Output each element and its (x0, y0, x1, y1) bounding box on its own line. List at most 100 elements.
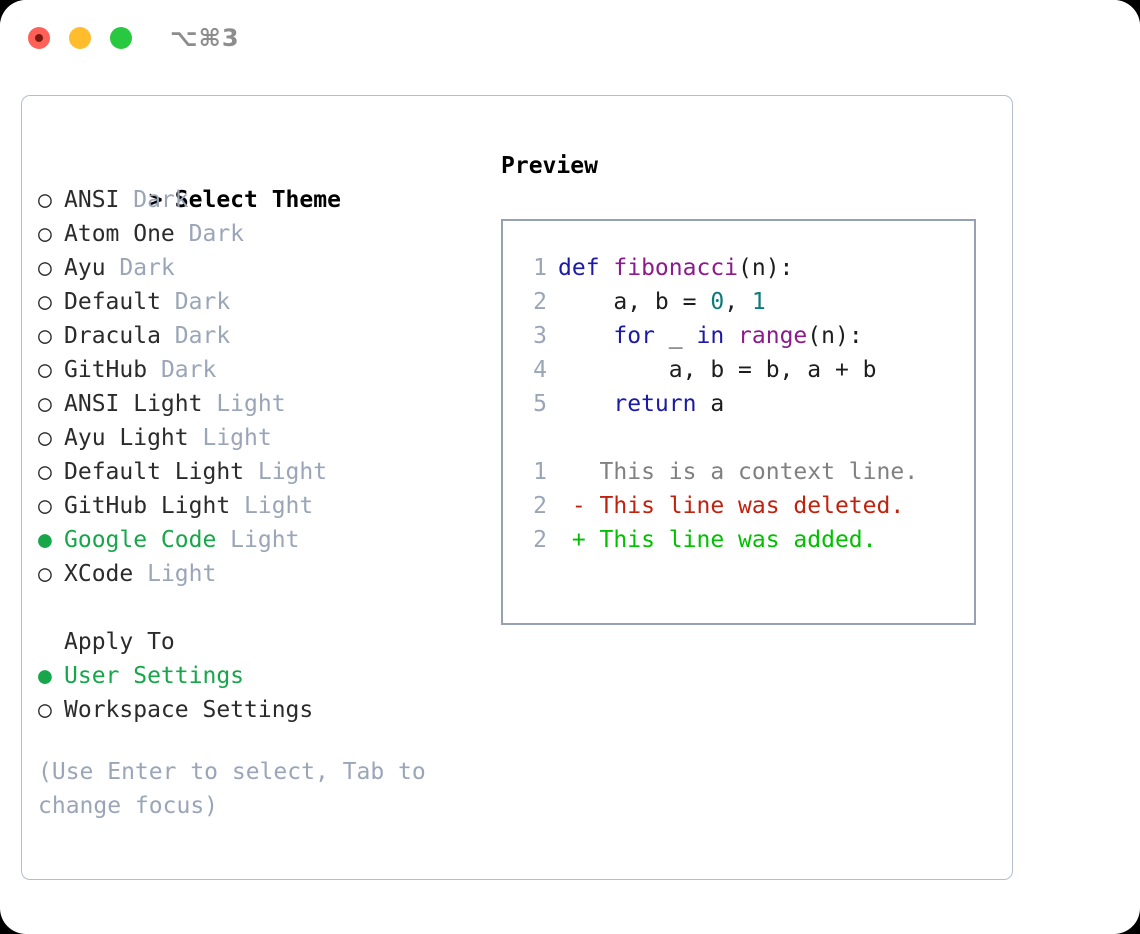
code-diff-separator (503, 421, 974, 455)
radio-unselected-icon: ○ (38, 289, 52, 315)
apply-to-item[interactable]: ○ Workspace Settings (38, 693, 478, 727)
theme-list-item[interactable]: ○ Default Light Light (38, 455, 478, 489)
theme-variant-label: Light (133, 561, 217, 587)
theme-variant-label: Dark (160, 323, 231, 349)
radio-unselected-icon: ○ (38, 187, 52, 213)
window-controls (28, 27, 132, 49)
theme-name-label: ANSI (64, 187, 120, 213)
line-number: 2 (533, 289, 547, 315)
line-number: 3 (533, 323, 547, 349)
theme-name-label: Google Code (64, 527, 217, 553)
code-line: 5 return a (503, 387, 974, 421)
theme-name-label: Default (64, 289, 161, 315)
code-line: 3 for _ in range(n): (503, 319, 974, 353)
keyboard-hint-text: (Use Enter to select, Tab to change focu… (38, 759, 426, 819)
theme-list-item[interactable]: ○ ANSI Light Light (38, 387, 478, 421)
theme-name-label: XCode (64, 561, 134, 587)
theme-list-item[interactable]: ○GitHub Dark (38, 353, 478, 387)
apply-to-item[interactable]: ● User Settings (38, 659, 478, 693)
close-button-icon[interactable] (28, 27, 50, 49)
theme-name-label: Default Light (64, 459, 245, 485)
line-number: 1 (533, 255, 547, 281)
theme-name-label: GitHub Light (64, 493, 231, 519)
diff-marker (558, 459, 586, 485)
theme-variant-label: Light (244, 459, 328, 485)
code-token: a (696, 391, 725, 417)
radio-unselected-icon: ○ (38, 493, 52, 519)
theme-list-item[interactable]: ● Google Code Light (38, 523, 478, 557)
line-number: 2 (533, 493, 547, 519)
theme-list-item[interactable]: ○Ayu Light Light (38, 421, 478, 455)
theme-variant-label: Dark (160, 289, 231, 315)
theme-list-item[interactable]: ○Atom One Dark (38, 217, 478, 251)
code-token: , (724, 289, 752, 315)
theme-name-label: Dracula (64, 323, 161, 349)
line-number: 2 (533, 527, 547, 553)
code-token: range (738, 323, 808, 349)
select-theme-header: >Select Theme (38, 149, 478, 213)
title-bar: ⌥⌘3 (0, 0, 1140, 78)
theme-variant-label: Dark (119, 187, 189, 213)
code-token: _ (654, 323, 697, 349)
theme-variant-label: Light (202, 391, 286, 417)
theme-name-label: ANSI Light (64, 391, 203, 417)
diff-sample: 1 This is a context line.2 - This line w… (503, 455, 974, 557)
theme-name-label: Ayu Light (64, 425, 189, 451)
diff-text: This line was deleted. (585, 493, 905, 519)
radio-unselected-icon: ○ (38, 459, 52, 485)
code-token: (n): (807, 323, 863, 349)
code-token: in (696, 323, 725, 349)
theme-list-item[interactable]: ○ ANSI Dark (38, 183, 478, 217)
radio-unselected-icon: ○ (38, 221, 52, 247)
maximize-button-icon[interactable] (110, 27, 132, 49)
radio-unselected-icon: ○ (38, 697, 52, 723)
radio-selected-icon: ● (38, 527, 52, 553)
minimize-button-icon[interactable] (69, 27, 91, 49)
code-token: a, b = (558, 289, 711, 315)
code-token: 1 (751, 289, 766, 315)
diff-line: 2 + This line was added. (503, 523, 974, 557)
diff-text: This is a context line. (585, 459, 919, 485)
line-number: 1 (533, 459, 547, 485)
diff-line: 2 - This line was deleted. (503, 489, 974, 523)
code-token (724, 323, 738, 349)
code-token: a, b = b, a + b (558, 357, 877, 383)
theme-list[interactable]: ○ANSI Dark○Atom One Dark○Ayu Dark○Defaul… (38, 183, 478, 591)
diff-marker: + (558, 527, 586, 553)
keyboard-shortcut-label: ⌥⌘3 (170, 24, 240, 52)
theme-list-item[interactable]: ○ GitHub Light Light (38, 489, 478, 523)
diff-marker: - (558, 493, 586, 519)
radio-selected-icon: ● (38, 663, 52, 689)
apply-to-label: Workspace Settings (64, 697, 314, 723)
code-line: 2 a, b = 0, 1 (503, 285, 974, 319)
radio-unselected-icon: ○ (38, 323, 52, 349)
code-token: def (558, 255, 614, 281)
theme-name-label: GitHub (64, 357, 148, 383)
theme-variant-label: Light (216, 527, 300, 553)
line-number: 5 (533, 391, 547, 417)
diff-text: This line was added. (585, 527, 877, 553)
radio-unselected-icon: ○ (38, 357, 52, 383)
code-token: return (613, 391, 697, 417)
radio-unselected-icon: ○ (38, 425, 52, 451)
theme-list-item[interactable]: ○Ayu Dark (38, 251, 478, 285)
theme-name-label: Atom One (64, 221, 175, 247)
theme-list-item[interactable]: ○ Dracula Dark (38, 319, 478, 353)
radio-unselected-icon: ○ (38, 391, 52, 417)
theme-name-label: Ayu (64, 255, 106, 281)
code-token: 0 (710, 289, 725, 315)
theme-list-item[interactable]: ○ Default Dark (38, 285, 478, 319)
theme-variant-label: Light (230, 493, 314, 519)
diff-line: 1 This is a context line. (503, 455, 974, 489)
apply-to-list[interactable]: ● User Settings ○ Workspace Settings (38, 659, 478, 727)
code-token: (n): (738, 255, 794, 281)
apply-to-label: User Settings (64, 663, 245, 689)
theme-list-item[interactable]: ○ XCode Light (38, 557, 478, 591)
code-token: for (613, 323, 655, 349)
radio-unselected-icon: ○ (38, 561, 52, 587)
